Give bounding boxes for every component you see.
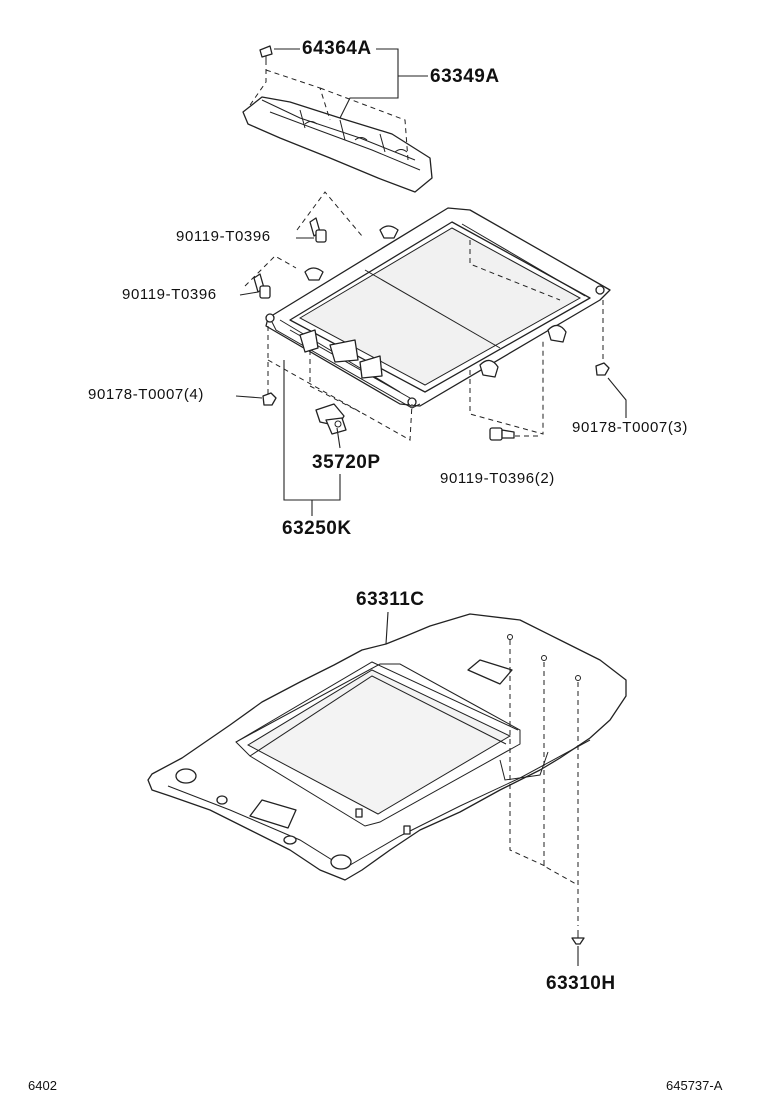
- bolt-icon-90119-side: [489, 427, 515, 441]
- footer-right-code: 645737-A: [666, 1078, 723, 1093]
- trim-panel-63349A: [242, 96, 433, 193]
- bolt-icon-90119-upper: [309, 217, 327, 243]
- motor-icon-35720P: [315, 403, 347, 435]
- callout-63311C: 63311C: [356, 589, 425, 610]
- callout-90119-upper: 90119-T0396: [176, 228, 271, 245]
- callout-64364A: 64364A: [302, 38, 372, 59]
- bolt-icon-90119-lower: [253, 273, 271, 299]
- callout-90178-right: 90178-T0007(3): [572, 419, 688, 436]
- nut-icon-90178-left: [262, 392, 277, 406]
- sunroof-frame-63250K: [265, 207, 611, 409]
- callout-63250K: 63250K: [282, 518, 352, 539]
- headliner-63311C: [147, 613, 627, 881]
- callout-63310H: 63310H: [546, 973, 616, 994]
- callout-90119-side: 90119-T0396(2): [440, 470, 555, 487]
- callout-63349A: 63349A: [430, 66, 500, 87]
- callout-35720P: 35720P: [312, 452, 381, 473]
- callout-90178-left: 90178-T0007(4): [88, 386, 204, 403]
- clip-icon-64364A: [259, 45, 273, 62]
- clip-icon-63310H: [571, 930, 585, 945]
- callout-90119-lower: 90119-T0396: [122, 286, 217, 303]
- nut-icon-90178-right: [595, 362, 610, 376]
- footer-left-code: 6402: [28, 1078, 57, 1093]
